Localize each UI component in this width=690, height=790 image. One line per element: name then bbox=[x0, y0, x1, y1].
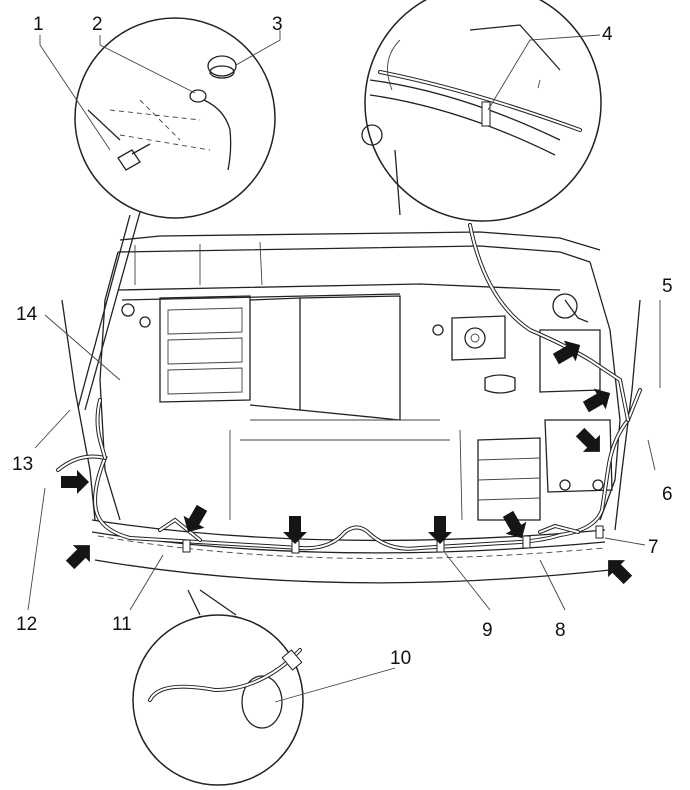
callout-7: 7 bbox=[648, 537, 659, 558]
black-arrow-icon bbox=[61, 470, 89, 494]
grommet-icon bbox=[207, 55, 237, 79]
callout-1: 1 bbox=[33, 14, 44, 35]
black-arrow-icon bbox=[283, 516, 307, 544]
black-arrow-icon bbox=[183, 504, 208, 533]
clip-icon bbox=[182, 539, 191, 553]
washer-hose bbox=[56, 223, 642, 551]
black-arrow-icon bbox=[575, 427, 600, 452]
callout-labels: 1 2 3 4 5 6 7 8 9 10 11 12 13 14 bbox=[12, 14, 673, 669]
callout-14: 14 bbox=[16, 304, 38, 325]
callout-12: 12 bbox=[16, 614, 37, 635]
callout-13: 13 bbox=[12, 454, 33, 475]
callout-2: 2 bbox=[92, 14, 103, 35]
callout-9: 9 bbox=[482, 620, 493, 641]
clip-icon bbox=[522, 535, 531, 549]
detail-circle-hose-clip bbox=[361, 0, 602, 222]
black-arrow-icon bbox=[552, 340, 581, 365]
callout-10: 10 bbox=[390, 648, 411, 669]
detail-circle-nozzle bbox=[74, 17, 276, 411]
callout-5: 5 bbox=[662, 276, 673, 297]
direction-arrows bbox=[61, 340, 633, 585]
callout-3: 3 bbox=[272, 14, 283, 35]
black-arrow-icon bbox=[428, 516, 452, 544]
callout-4: 4 bbox=[602, 24, 613, 45]
black-arrow-icon bbox=[582, 388, 611, 413]
black-arrow-icon bbox=[502, 510, 527, 539]
callout-6: 6 bbox=[662, 484, 673, 505]
bolt-icon bbox=[117, 143, 151, 171]
hose-clips bbox=[182, 525, 604, 554]
leader-lines bbox=[27, 30, 661, 703]
black-arrow-icon bbox=[608, 560, 633, 585]
detail-circle-grommet bbox=[132, 589, 304, 786]
callout-11: 11 bbox=[112, 614, 132, 635]
clip-icon bbox=[595, 525, 604, 539]
black-arrow-icon bbox=[65, 545, 90, 570]
callout-8: 8 bbox=[555, 620, 566, 641]
engine-bay-outline bbox=[61, 231, 641, 531]
